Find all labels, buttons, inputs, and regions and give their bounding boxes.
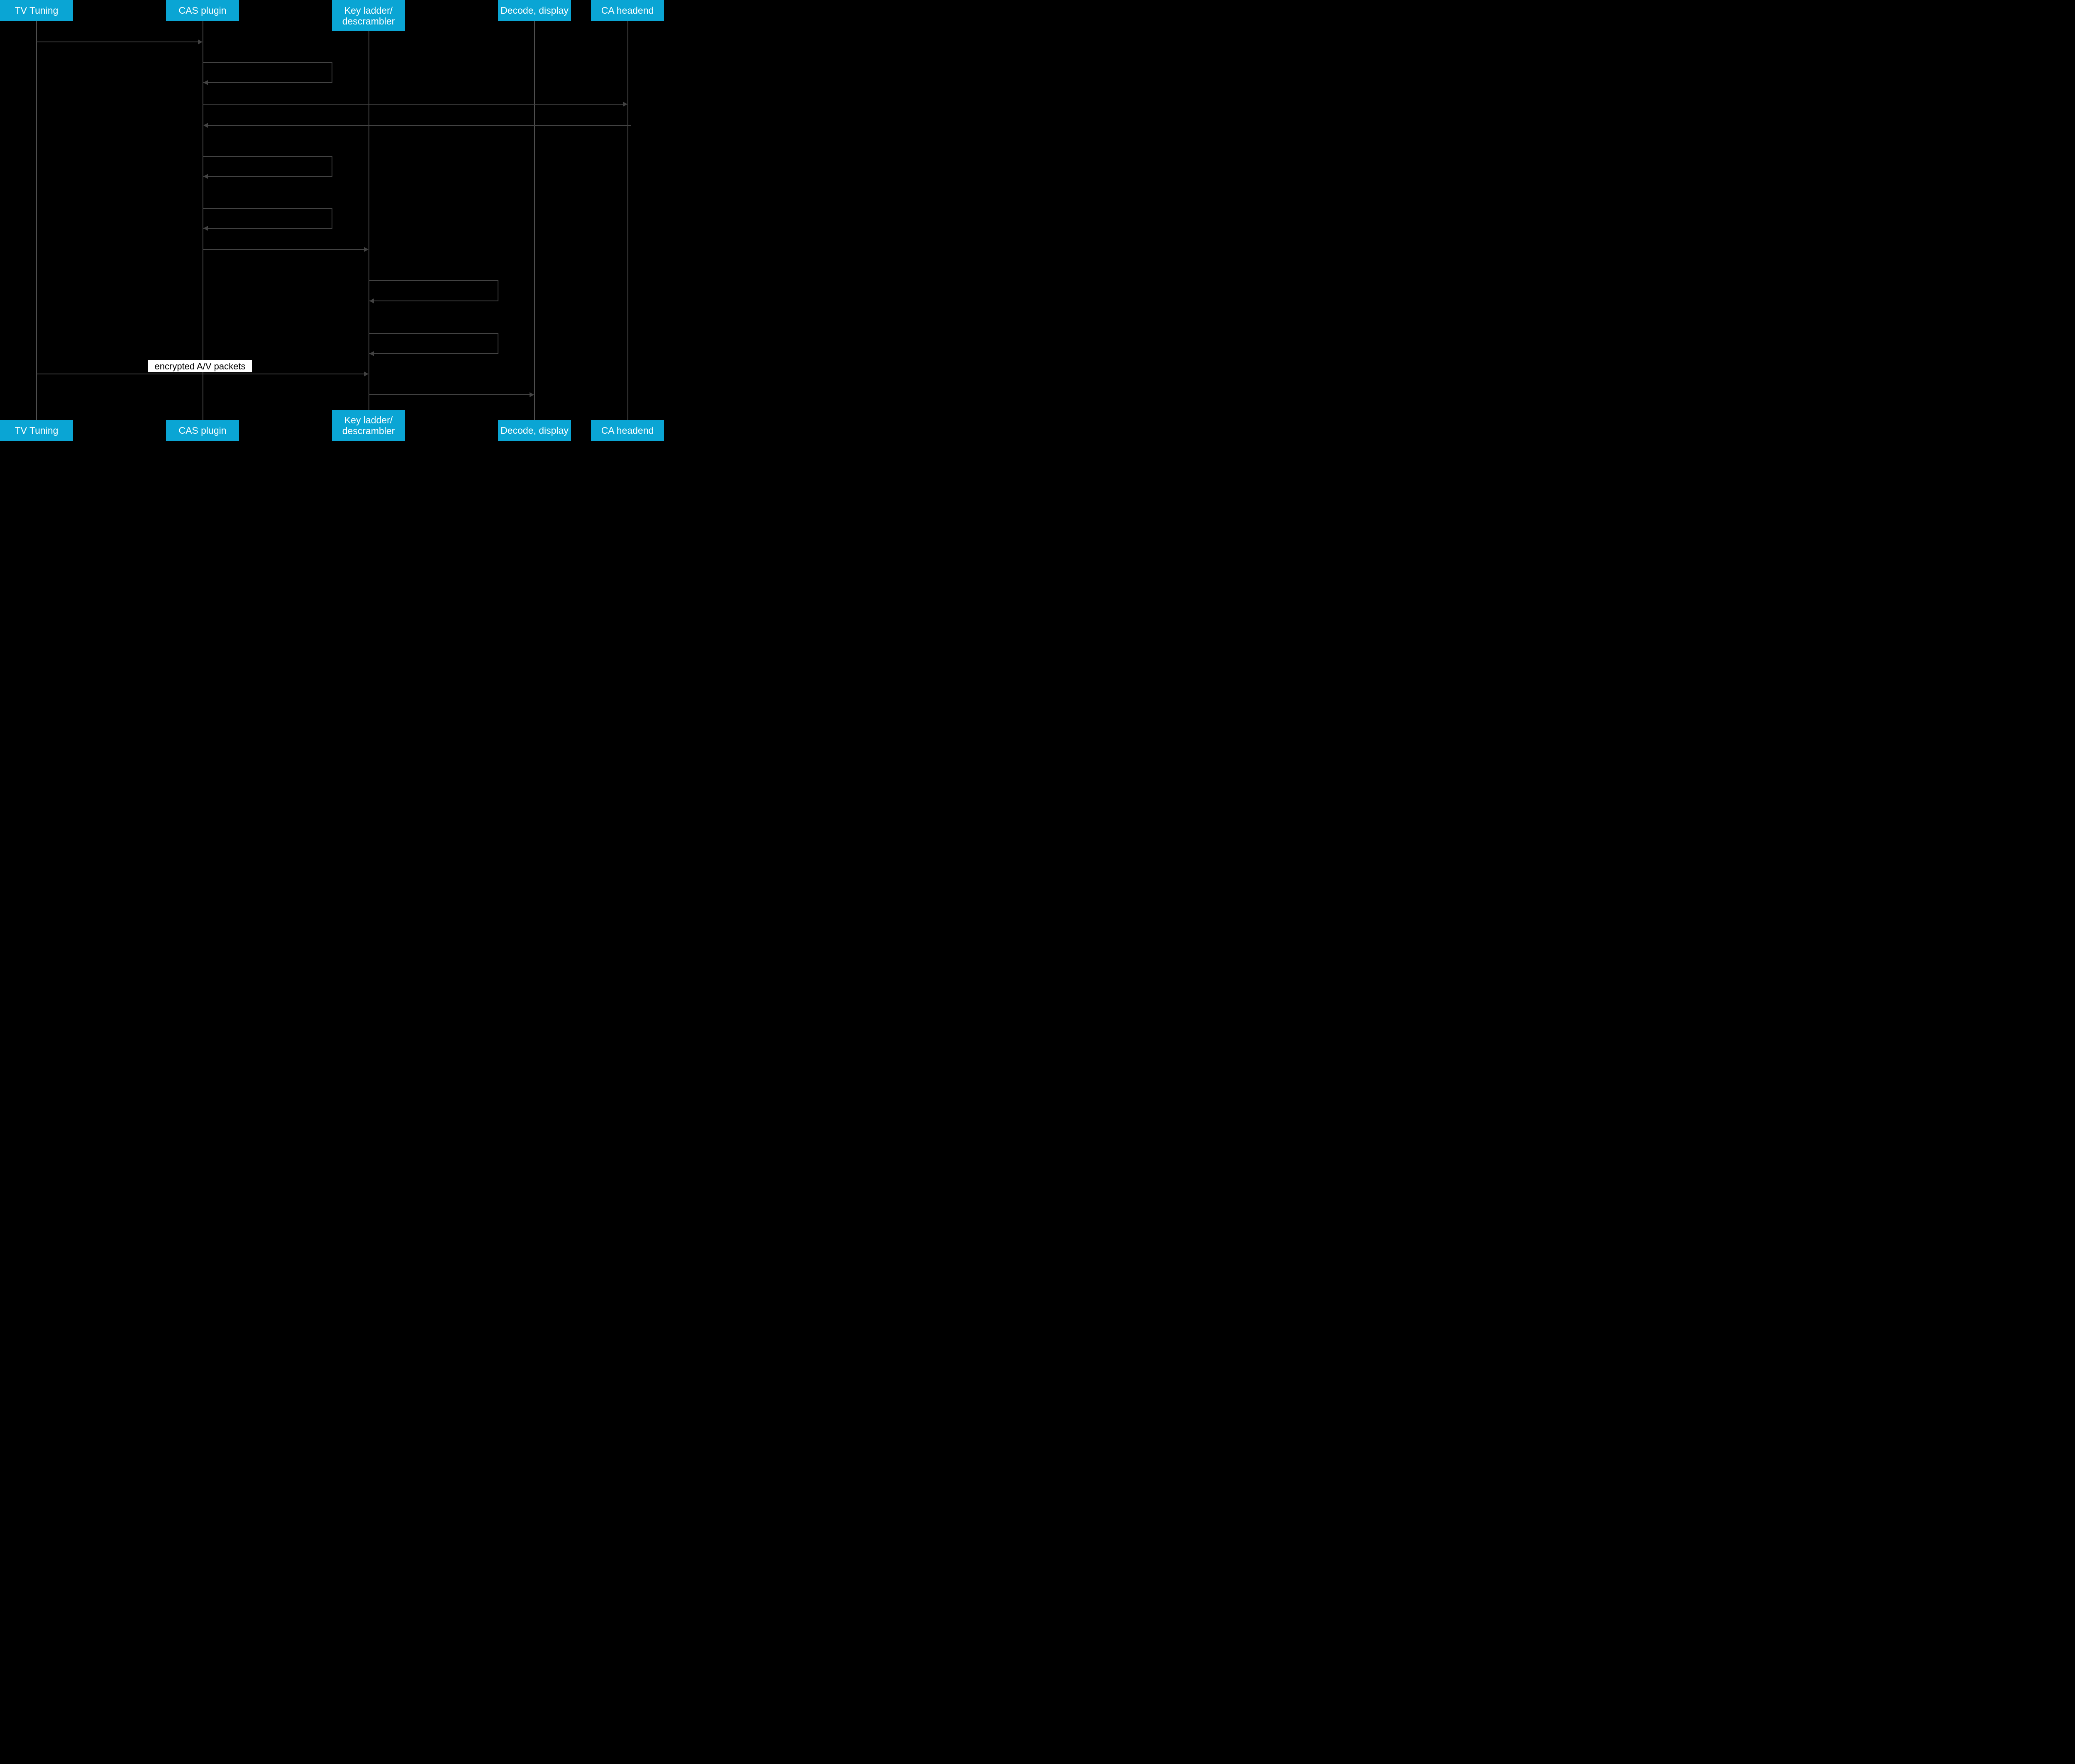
arrowhead-left-icon bbox=[203, 123, 208, 128]
actor-label: Decode, display bbox=[500, 5, 569, 16]
message-label-encrypted-av-packets: encrypted A/V packets bbox=[148, 360, 252, 372]
arrowhead-left-icon bbox=[369, 298, 374, 303]
lifeline-tv-tuning bbox=[36, 21, 37, 420]
arrowhead-left-icon bbox=[203, 80, 208, 85]
actor-bottom-key-ladder: Key ladder/ descrambler bbox=[332, 410, 405, 441]
sequence-diagram: TV Tuning CAS plugin Key ladder/ descram… bbox=[0, 0, 668, 441]
actor-top-decode-display: Decode, display bbox=[498, 0, 571, 21]
actor-label: TV Tuning bbox=[15, 425, 59, 436]
arrowhead-right-icon bbox=[364, 247, 369, 252]
self-message-cas-3 bbox=[203, 208, 332, 229]
actor-bottom-decode-display: Decode, display bbox=[498, 420, 571, 441]
actor-label: CAS plugin bbox=[178, 5, 227, 16]
self-message-keyladder-1 bbox=[369, 280, 498, 301]
arrowhead-right-icon bbox=[364, 371, 369, 376]
message-arrow-headend-to-cas bbox=[208, 125, 631, 126]
arrowhead-left-icon bbox=[369, 351, 374, 356]
message-arrow-keyladder-to-decode bbox=[369, 394, 530, 395]
actor-bottom-ca-headend: CA headend bbox=[591, 420, 664, 441]
self-message-cas-1 bbox=[203, 62, 332, 83]
actor-label: Decode, display bbox=[500, 425, 569, 436]
actor-label: TV Tuning bbox=[15, 5, 59, 16]
arrowhead-left-icon bbox=[203, 226, 208, 231]
actor-label: CA headend bbox=[601, 5, 654, 16]
self-message-cas-2 bbox=[203, 156, 332, 177]
actor-label: Key ladder/ descrambler bbox=[342, 415, 395, 436]
actor-top-cas-plugin: CAS plugin bbox=[166, 0, 239, 21]
message-arrow-cas-to-headend bbox=[203, 104, 623, 105]
arrowhead-right-icon bbox=[530, 392, 534, 397]
message-arrow-cas-to-keyladder bbox=[203, 249, 364, 250]
lifeline-ca-headend bbox=[627, 21, 628, 420]
actor-label: CA headend bbox=[601, 425, 654, 436]
arrowhead-right-icon bbox=[623, 102, 627, 107]
actor-top-key-ladder: Key ladder/ descrambler bbox=[332, 0, 405, 31]
arrowhead-right-icon bbox=[198, 39, 203, 44]
self-message-keyladder-2 bbox=[369, 333, 498, 354]
lifeline-decode-display bbox=[534, 21, 535, 420]
arrowhead-left-icon bbox=[203, 174, 208, 179]
actor-top-ca-headend: CA headend bbox=[591, 0, 664, 21]
actor-label: CAS plugin bbox=[178, 425, 227, 436]
actor-bottom-cas-plugin: CAS plugin bbox=[166, 420, 239, 441]
actor-top-tv-tuning: TV Tuning bbox=[0, 0, 73, 21]
actor-label: Key ladder/ descrambler bbox=[342, 5, 395, 27]
actor-bottom-tv-tuning: TV Tuning bbox=[0, 420, 73, 441]
